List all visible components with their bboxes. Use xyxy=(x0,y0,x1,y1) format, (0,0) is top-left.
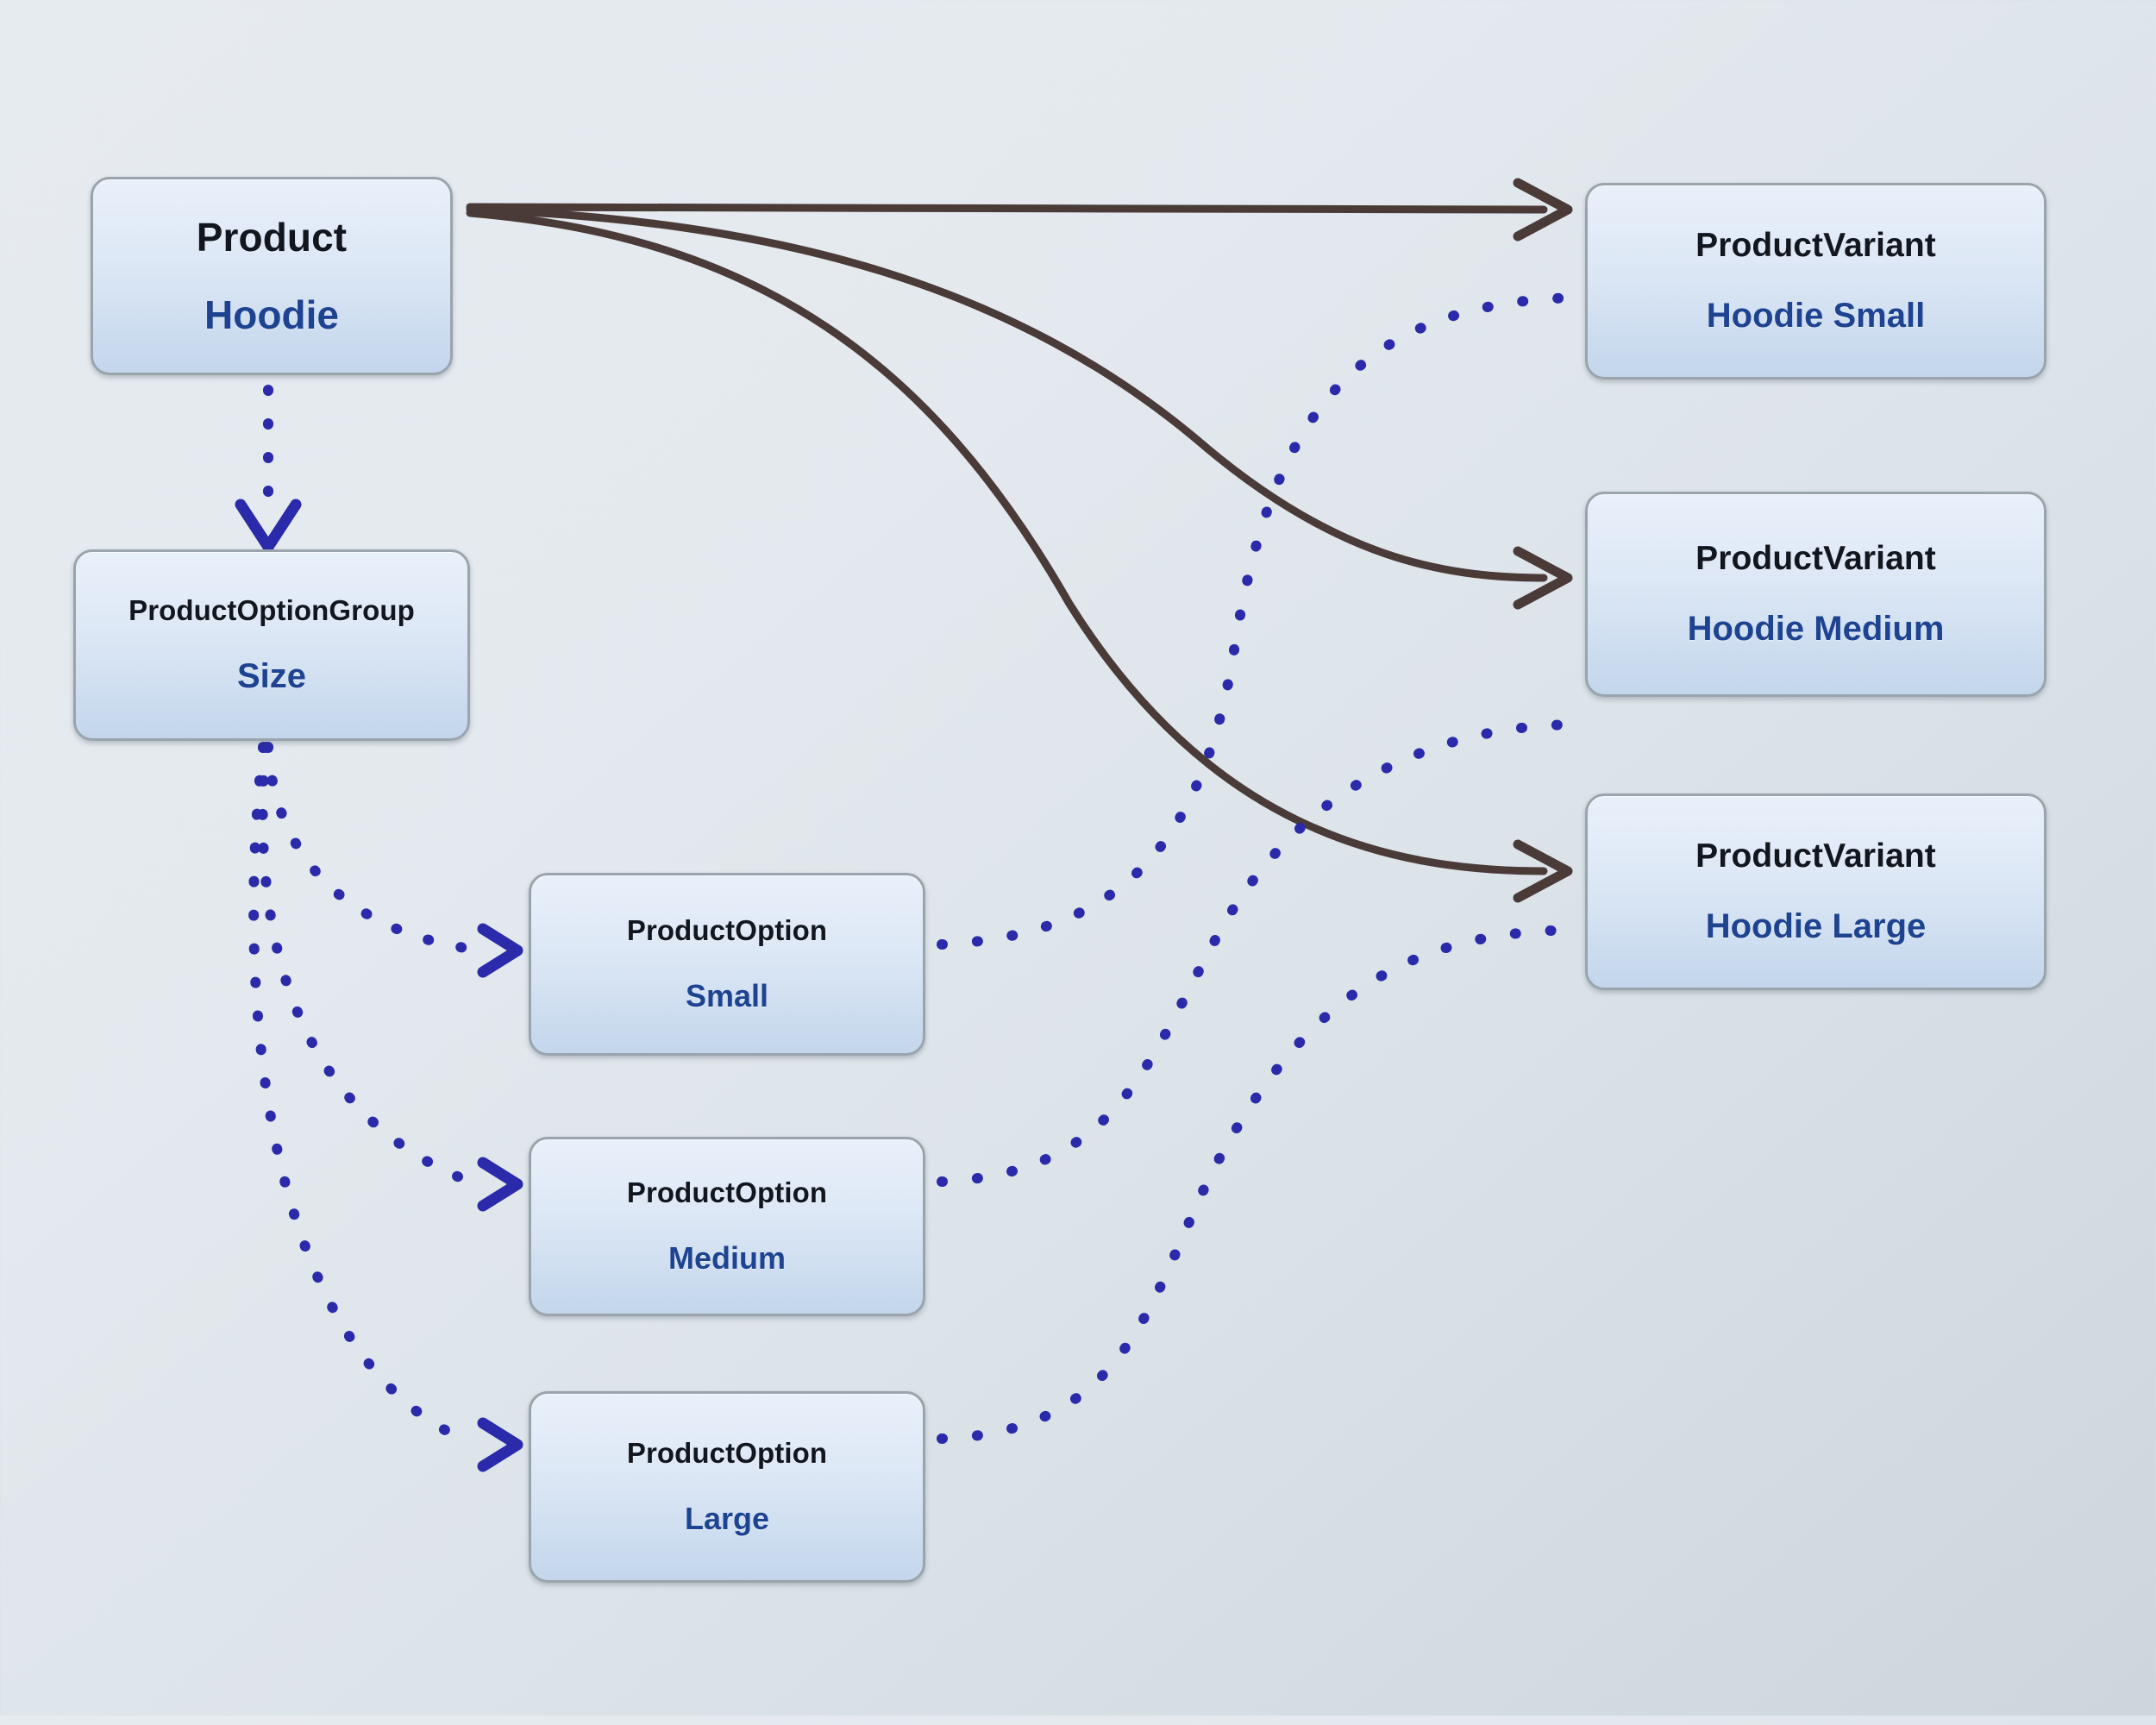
arrowhead-optiongroup xyxy=(235,499,302,553)
edge-optiongroup-to-option-medium xyxy=(257,742,475,1187)
arrowhead-variant-small xyxy=(1513,178,1573,242)
node-variant-small-value: Hoodie Small xyxy=(1706,297,1926,336)
node-variant-medium[interactable]: ProductVariant Hoodie Medium xyxy=(1585,492,2046,697)
arrowhead-option-medium xyxy=(477,1157,523,1212)
node-variant-medium-type: ProductVariant xyxy=(1695,539,1936,577)
edge-option-medium-to-variant-medium xyxy=(937,719,1583,1187)
arrowhead-variant-large xyxy=(1513,839,1573,903)
node-product-type: Product xyxy=(196,214,348,260)
node-variant-large[interactable]: ProductVariant Hoodie Large xyxy=(1585,794,2046,990)
arrowhead-option-large xyxy=(477,1417,523,1472)
edge-product-to-variant-large xyxy=(466,209,1548,875)
edge-product-to-variant-medium xyxy=(466,205,1548,582)
node-option-group[interactable]: ProductOptionGroup Size xyxy=(73,549,470,741)
edge-option-large-to-variant-large xyxy=(937,925,1583,1444)
node-option-small-value: Small xyxy=(685,978,769,1014)
node-variant-large-value: Hoodie Large xyxy=(1705,907,1927,946)
node-option-medium[interactable]: ProductOption Medium xyxy=(529,1137,925,1316)
node-variant-large-type: ProductVariant xyxy=(1695,837,1936,875)
node-option-medium-type: ProductOption xyxy=(626,1176,828,1208)
node-variant-medium-value: Hoodie Medium xyxy=(1687,610,1945,649)
edge-optiongroup-to-option-small xyxy=(263,742,475,954)
node-option-group-type: ProductOptionGroup xyxy=(128,593,415,626)
node-option-small[interactable]: ProductOption Small xyxy=(529,873,925,1056)
node-product[interactable]: Product Hoodie xyxy=(91,177,453,375)
node-product-value: Hoodie xyxy=(204,292,339,337)
node-option-small-type: ProductOption xyxy=(626,913,828,946)
node-variant-small[interactable]: ProductVariant Hoodie Small xyxy=(1585,183,2046,380)
node-option-medium-value: Medium xyxy=(667,1240,786,1276)
node-option-large-type: ProductOption xyxy=(626,1436,828,1469)
node-option-large-value: Large xyxy=(684,1501,770,1537)
edge-option-small-to-variant-small xyxy=(937,292,1583,950)
arrowhead-option-small xyxy=(477,923,523,978)
node-variant-small-type: ProductVariant xyxy=(1695,226,1936,264)
node-option-large[interactable]: ProductOption Large xyxy=(529,1391,925,1583)
edge-optiongroup-to-option-large xyxy=(248,742,475,1447)
arrowhead-variant-medium xyxy=(1513,546,1573,610)
edge-product-to-variant-small xyxy=(466,203,1548,214)
node-option-group-value: Size xyxy=(236,657,307,696)
